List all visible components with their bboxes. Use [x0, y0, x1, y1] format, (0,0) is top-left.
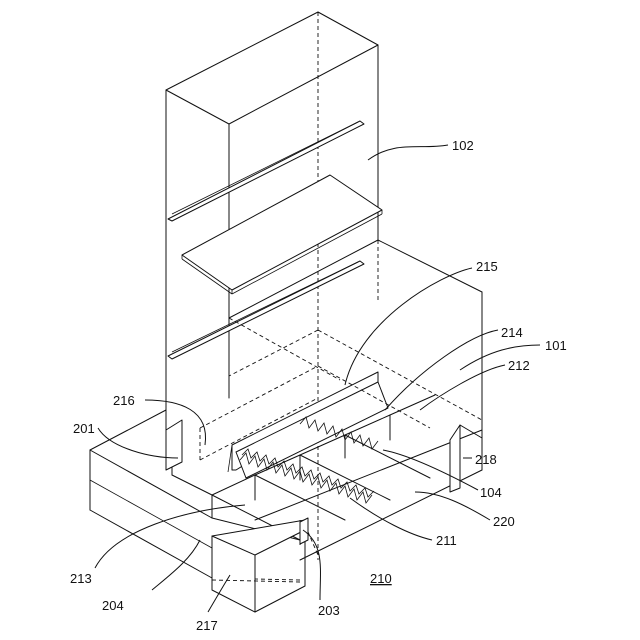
- label-104: 104: [480, 485, 502, 500]
- label-212: 212: [508, 358, 530, 373]
- label-213: 213: [70, 571, 92, 586]
- label-216: 216: [113, 393, 135, 408]
- label-211: 211: [436, 533, 457, 548]
- label-203: 203: [318, 603, 340, 618]
- label-102: 102: [452, 138, 474, 153]
- label-215: 215: [476, 259, 498, 274]
- flap-201: [166, 420, 182, 470]
- figure-number-210: 210: [370, 571, 392, 586]
- label-214: 214: [501, 325, 523, 340]
- label-201: 201: [73, 421, 95, 436]
- label-101: 101: [545, 338, 567, 353]
- label-204: 204: [102, 598, 124, 613]
- middle-plate: [182, 175, 382, 294]
- label-220: 220: [493, 514, 515, 529]
- front-cover-217: [212, 520, 305, 612]
- label-218: 218: [475, 452, 497, 467]
- label-217: 217: [196, 618, 218, 633]
